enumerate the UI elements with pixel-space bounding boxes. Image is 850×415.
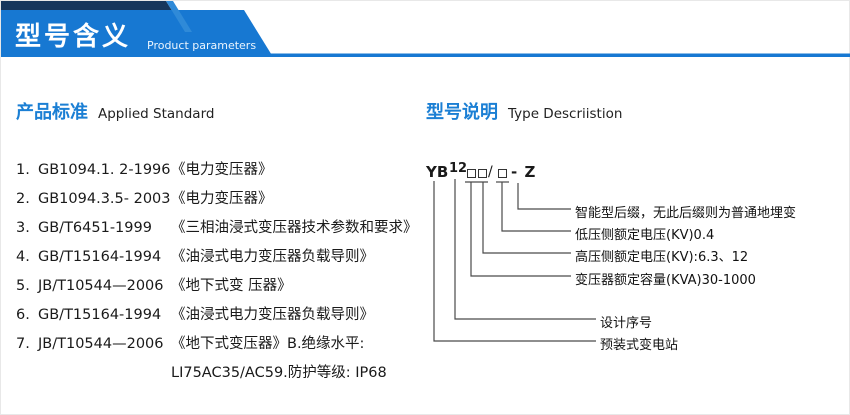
header-banner: 型号含义 Product parameters [1, 1, 850, 63]
model-code-diagram: YB 12 / - Z 智能型后缀，无此后缀则为普通地埋变 低压侧额定电压(KV… [426, 161, 846, 371]
model-heading: 型号说明 Type Descriistion [426, 98, 622, 124]
standard-title: 《地下式变压器》B.绝缘水平: [171, 336, 365, 352]
standard-item: 2. GB1094.3.5- 2003 《电力变压器》 [16, 185, 421, 214]
standard-number: 6. [16, 307, 30, 323]
standard-code: GB1094.3.5- 2003 [38, 191, 171, 207]
standard-number: 4. [16, 249, 30, 265]
standard-code: GB1094.1. 2-1996 [38, 162, 171, 178]
standard-title: 《油浸式电力变压器负载导则》 [171, 249, 374, 265]
code-suffix: - Z [511, 163, 537, 181]
model-label: 预装式变电站 [600, 338, 679, 353]
standard-title: 《油浸式电力变压器负载导则》 [171, 307, 374, 323]
standard-title: 《三相油浸式变压器技术参数和要求》 [171, 220, 418, 236]
standard-item: 5. JB/T10544—2006 《地下式变 压器》 [16, 272, 421, 301]
code-box [478, 169, 487, 178]
standard-item: 4. GB/T15164-1994 《油浸式电力变压器负载导则》 [16, 243, 421, 272]
standard-item: 3. GB/T6451-1999 《三相油浸式变压器技术参数和要求》 [16, 214, 421, 243]
standard-number: 2. [16, 191, 30, 207]
model-heading-cn: 型号说明 [426, 102, 498, 123]
model-label: 设计序号 [600, 316, 653, 331]
code-box [498, 169, 507, 178]
model-label: 低压侧额定电压(KV)0.4 [575, 228, 715, 243]
standards-heading-en: Applied Standard [98, 106, 215, 122]
code-box [467, 169, 476, 178]
model-heading-en: Type Descriistion [508, 106, 623, 122]
page-subtitle: Product parameters [147, 39, 257, 52]
code-prefix: YB [426, 163, 449, 181]
page-title: 型号含义 [15, 22, 132, 52]
standard-number: 5. [16, 278, 30, 294]
standards-heading: 产品标准 Applied Standard [16, 98, 214, 124]
standard-code: JB/T10544—2006 [38, 278, 164, 294]
standard-number: 3. [16, 220, 30, 236]
code-slash: / [488, 164, 493, 180]
code-serial: 12 [449, 161, 468, 176]
standard-code: GB/T15164-1994 [38, 307, 162, 323]
model-label: 高压侧额定电压(KV):6.3、12 [575, 250, 749, 265]
standards-heading-cn: 产品标准 [16, 102, 88, 123]
standard-title: 《电力变压器》 [171, 162, 273, 178]
standard-continuation: LI75AC35/AC59.防护等级: IP68 [171, 365, 387, 381]
standard-item: 7. JB/T10544—2006 《地下式变压器》B.绝缘水平: [16, 330, 421, 359]
banner-shape [1, 1, 850, 57]
standard-title: 《地下式变 压器》 [171, 278, 292, 294]
model-label: 变压器额定容量(KVA)30-1000 [575, 273, 756, 288]
model-label: 智能型后缀，无此后缀则为普通地埋变 [575, 206, 797, 221]
standard-code: GB/T6451-1999 [38, 220, 152, 236]
standard-code: GB/T15164-1994 [38, 249, 162, 265]
standard-number: 1. [16, 162, 30, 178]
standard-item: 1. GB1094.1. 2-1996 《电力变压器》 [16, 156, 421, 185]
standard-number: 7. [16, 336, 30, 352]
standard-item: 6. GB/T15164-1994 《油浸式电力变压器负载导则》 [16, 301, 421, 330]
standards-list: 1. GB1094.1. 2-1996 《电力变压器》 2. GB1094.3.… [16, 156, 421, 388]
standard-title: 《电力变压器》 [171, 191, 273, 207]
standard-code: JB/T10544—2006 [38, 336, 164, 352]
